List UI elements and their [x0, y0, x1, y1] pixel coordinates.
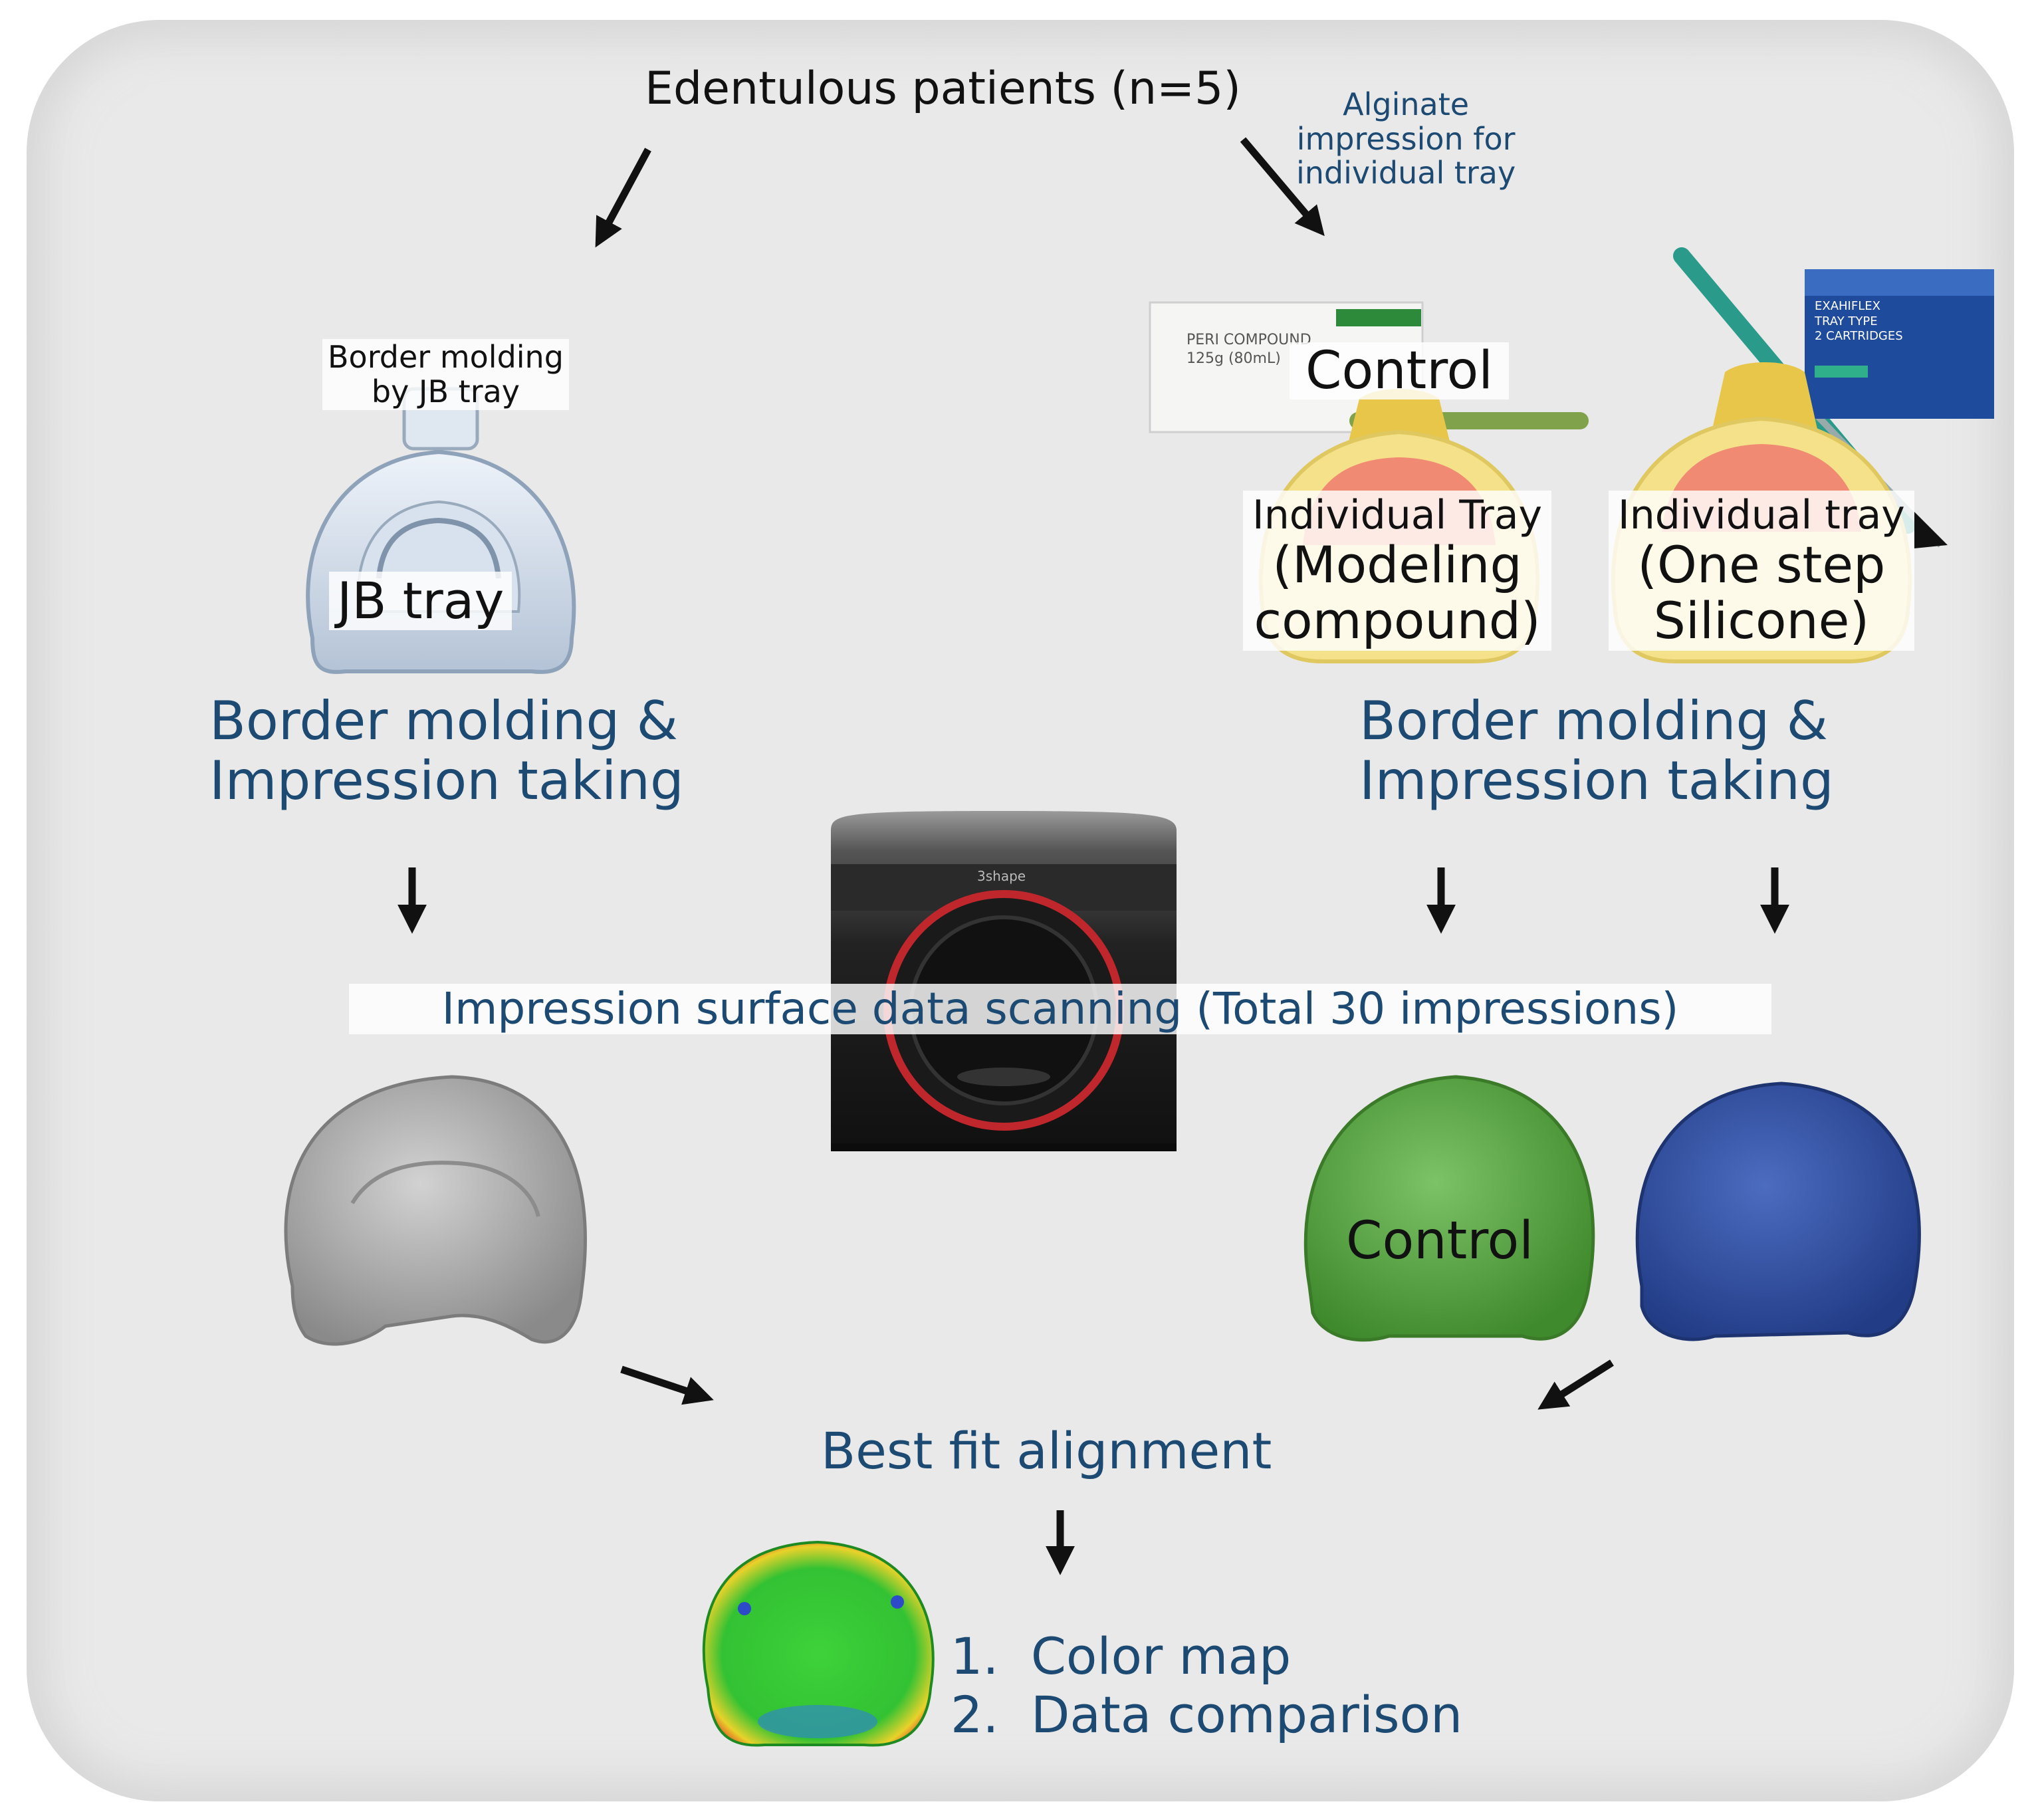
- scan-green: [1303, 1075, 1595, 1342]
- arrows: [397, 137, 1789, 1575]
- outcome-item: 2. Data comparison: [951, 1685, 1463, 1745]
- scan-control-label: Control: [1346, 1211, 1533, 1271]
- exahiflex-line: EXAHIFLEX: [1815, 299, 1880, 313]
- jb-tray-label: JB tray: [329, 572, 512, 630]
- arrow-right-to-align: [1537, 1359, 1614, 1410]
- jb-border-label-line: Border molding: [328, 339, 564, 375]
- tray-compound-line: Individual Tray: [1252, 492, 1543, 538]
- outcomes-list: 1. Color map 2. Data comparison: [951, 1627, 1462, 1744]
- tray-silicone-line: (One step: [1637, 535, 1886, 594]
- exahiflex-line: 2 CARTRIDGES: [1815, 329, 1903, 343]
- left-step-line: Border molding &: [209, 690, 679, 752]
- jb-border-label-line: by JB tray: [371, 373, 520, 409]
- tray-compound-line: compound): [1254, 590, 1541, 650]
- alginate-note: Alginate impression for individual tray: [1296, 86, 1516, 191]
- right-step-line: Impression taking: [1359, 749, 1834, 812]
- left-step-label: Border molding & Impression taking: [209, 691, 684, 810]
- jb-border-label: Border molding by JB tray: [322, 339, 569, 411]
- color-map-image: [702, 1540, 935, 1747]
- right-step-label: Border molding & Impression taking: [1359, 691, 1834, 810]
- alginate-note-line: impression for: [1296, 120, 1516, 157]
- tray-silicone-line: Individual tray: [1618, 492, 1905, 538]
- peri-compound-line: 125g (80mL): [1187, 350, 1281, 367]
- tray-silicone-label: Individual tray (One step Silicone): [1609, 491, 1914, 651]
- arrow-to-jb: [595, 148, 651, 248]
- tray-compound-label: Individual Tray (Modeling compound): [1243, 491, 1552, 651]
- tray-compound-line: (Modeling: [1272, 535, 1522, 594]
- scanner-image: [831, 811, 1177, 1151]
- control-label-top: Control: [1290, 342, 1509, 399]
- outcome-item: 1. Color map: [951, 1627, 1292, 1686]
- arrow-gray-to-align: [620, 1365, 714, 1405]
- alginate-note-line: Alginate: [1343, 86, 1470, 122]
- left-step-line: Impression taking: [209, 749, 684, 812]
- exahiflex-line: TRAY TYPE: [1815, 314, 1878, 328]
- right-step-line: Border molding &: [1359, 690, 1829, 752]
- alignment-label: Best fit alignment: [821, 1421, 1272, 1480]
- scanner-brand: 3shape: [977, 868, 1026, 884]
- alginate-note-line: individual tray: [1296, 155, 1516, 191]
- diagram-title: Edentulous patients (n=5): [645, 62, 1241, 115]
- exahiflex-text: EXAHIFLEX TRAY TYPE 2 CARTRIDGES: [1815, 299, 1903, 344]
- scan-blue: [1635, 1081, 1921, 1341]
- scanning-label: Impression surface data scanning (Total …: [349, 984, 1771, 1034]
- tray-silicone-line: Silicone): [1653, 590, 1870, 650]
- arrow-to-individual: [1240, 137, 1325, 237]
- scan-gray: [284, 1075, 587, 1346]
